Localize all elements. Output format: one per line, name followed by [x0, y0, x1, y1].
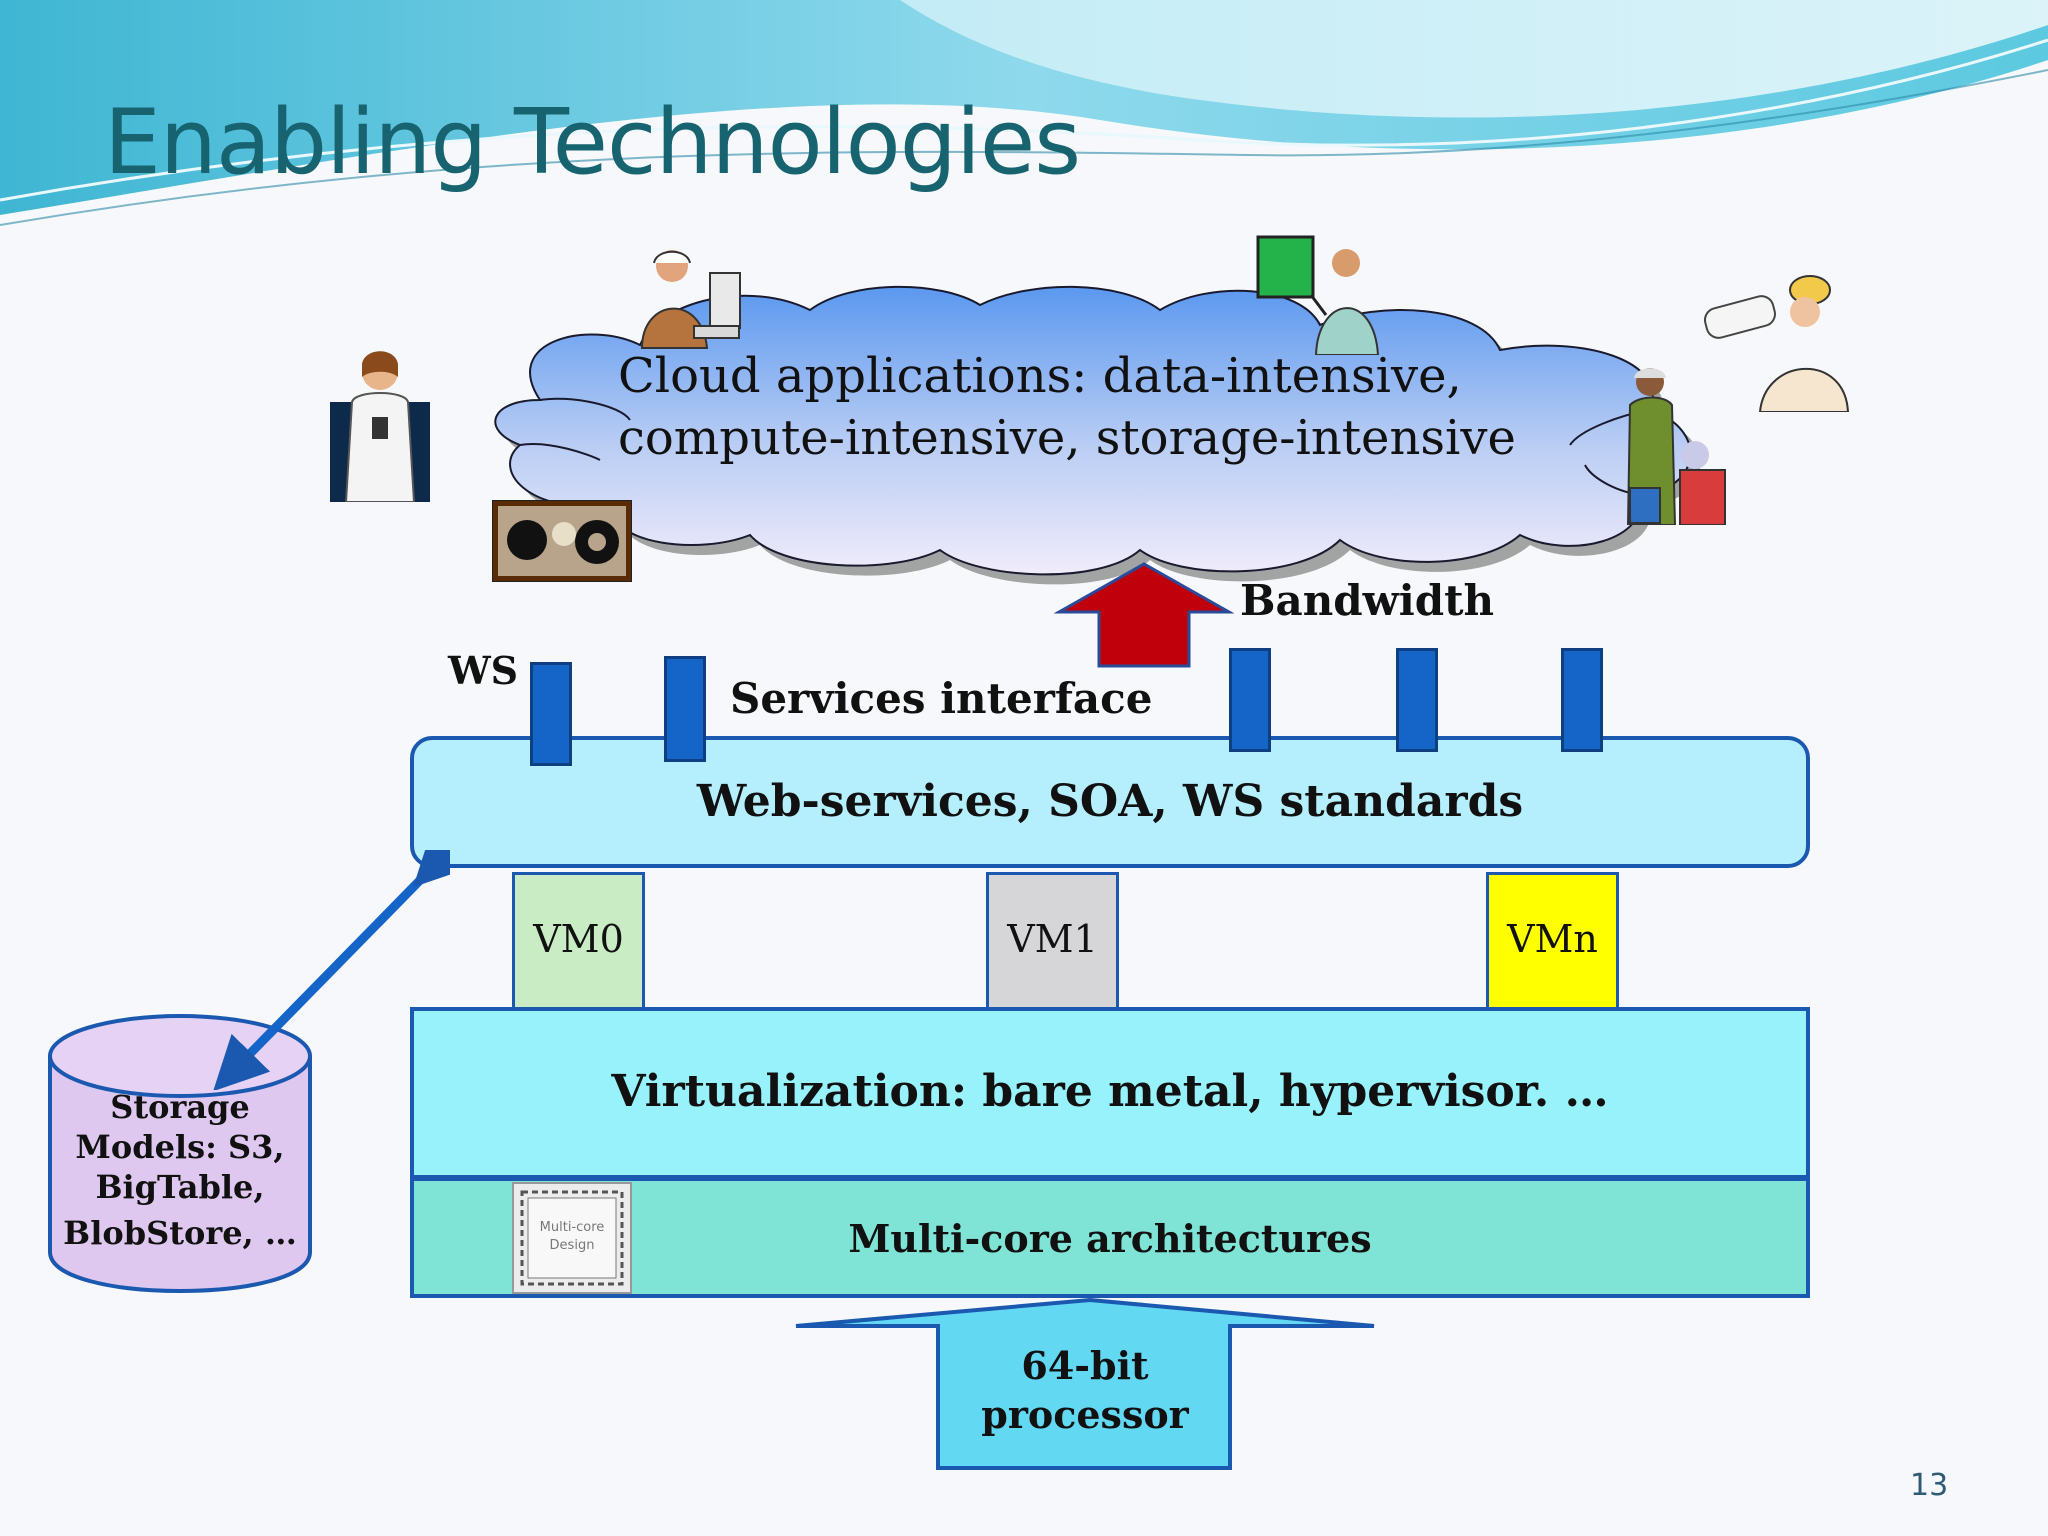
virtualization-label: Virtualization: bare metal, hypervisor. …: [611, 1066, 1609, 1117]
processor-label-line2: processor: [981, 1392, 1189, 1437]
multicore-label: Multi-core architectures: [848, 1216, 1372, 1261]
processor-label-line1: 64-bit: [1021, 1343, 1149, 1388]
ws-tab: [664, 656, 706, 762]
workers-group-clipart-icon: [1626, 368, 1726, 525]
vm0-label: VM0: [533, 917, 624, 961]
web-services-layer: [410, 736, 1810, 868]
web-services-label: Web-services, SOA, WS standards: [696, 776, 1524, 827]
vm0-box: VM0: [512, 872, 645, 1007]
businessman-computer-clipart-icon: [640, 250, 741, 349]
slide-title: Enabling Technologies: [104, 90, 1081, 195]
header-wave-decoration: [0, 0, 2048, 226]
storage-line2: Models: S3,: [75, 1128, 285, 1166]
services-interface-label: Services interface: [730, 674, 1153, 723]
storage-line4: BlobStore, …: [63, 1214, 297, 1252]
storage-line3: BigTable,: [95, 1168, 265, 1206]
chip-text-line2: Design: [549, 1238, 595, 1253]
multicore-layer: [410, 1177, 1810, 1298]
cloud-text-line2: compute-intensive, storage-intensive: [618, 410, 1516, 466]
ws-tab: [1561, 648, 1603, 752]
virtualization-layer: [410, 1007, 1810, 1179]
cloud-shape: [494, 285, 1701, 585]
vm1-label: VM1: [1007, 917, 1098, 961]
doctor-clipart-icon: [330, 351, 430, 502]
bandwidth-up-arrow: [1054, 562, 1234, 668]
multicore-chip-icon: Multi-core Design: [512, 1182, 632, 1294]
vmn-box: VMn: [1486, 872, 1619, 1007]
presenter-chart-clipart-icon: [1256, 235, 1380, 355]
page-number: 13: [1910, 1468, 1949, 1503]
ws-tab: [1396, 648, 1438, 752]
gears-team-clipart-icon: [492, 500, 632, 582]
ws-label: WS: [448, 648, 519, 693]
vmn-label: VMn: [1507, 917, 1598, 961]
storage-webservices-double-arrow: [213, 850, 450, 1090]
cloud-text-line1: Cloud applications: data-intensive,: [618, 348, 1462, 404]
processor-up-arrow: [795, 1297, 1375, 1470]
chip-text-line1: Multi-core: [539, 1220, 605, 1235]
ws-tab: [1229, 648, 1271, 752]
ws-tab: [530, 662, 572, 766]
engineer-blueprint-clipart-icon: [1704, 275, 1850, 412]
storage-line1: Storage: [110, 1088, 250, 1126]
vm1-box: VM1: [986, 872, 1119, 1007]
bandwidth-label: Bandwidth: [1240, 576, 1495, 625]
